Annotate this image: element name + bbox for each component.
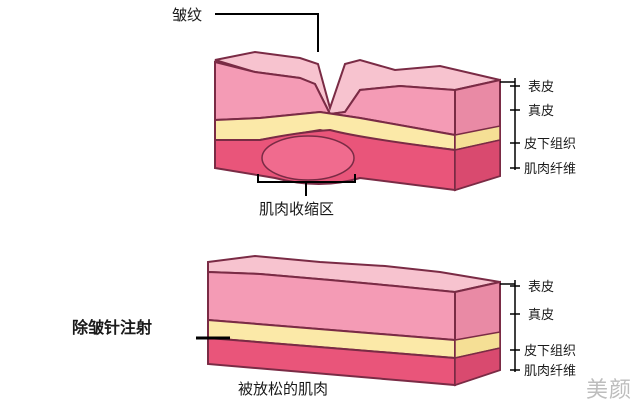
top-layer-labels: 表皮 真皮 皮下组织 肌肉纤维	[500, 78, 576, 177]
contraction-label: 肌肉收缩区	[259, 200, 334, 218]
top-skin-block	[214, 50, 501, 192]
bottom-layer-labels: 表皮 真皮 皮下组织 肌肉纤维	[500, 280, 576, 379]
bottom-label-epidermis: 表皮	[528, 280, 554, 295]
top-right-muscle	[454, 139, 501, 192]
bottom-label-dermis: 真皮	[528, 308, 554, 323]
bottom-skin-block	[207, 254, 501, 387]
bottom-right-muscle	[454, 347, 501, 387]
wrinkle-leader-line	[215, 13, 319, 52]
top-label-subcutaneous: 皮下组织	[524, 137, 576, 152]
watermark: 美颜	[585, 378, 632, 403]
top-label-dermis: 真皮	[528, 104, 554, 119]
bottom-label-subcutaneous: 皮下组织	[524, 344, 576, 359]
top-label-muscle-fiber: 肌肉纤维	[524, 162, 576, 177]
bottom-label-muscle-fiber: 肌肉纤维	[524, 364, 576, 379]
contraction-bulge	[261, 135, 355, 181]
injection-label: 除皱针注射	[72, 318, 152, 337]
relaxed-muscle-label: 被放松的肌肉	[238, 380, 328, 398]
top-label-epidermis: 表皮	[528, 80, 554, 95]
wrinkle-label: 皱纹	[172, 6, 202, 24]
